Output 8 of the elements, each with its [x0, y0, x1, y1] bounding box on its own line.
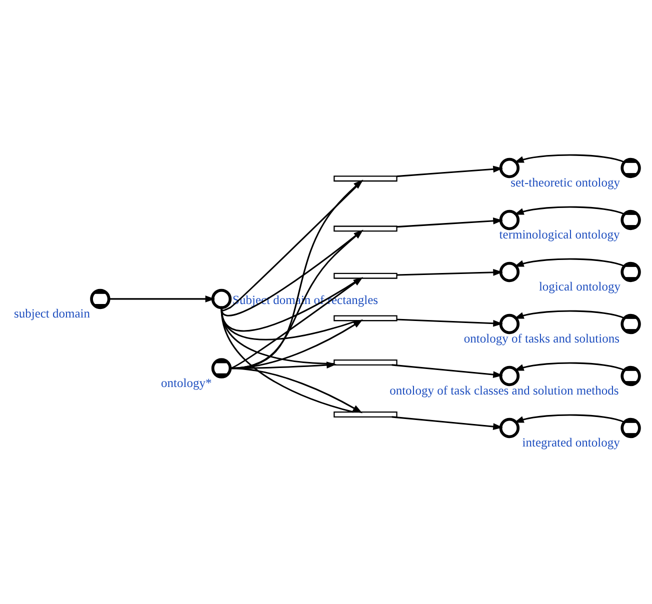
- node-label: logical ontology: [538, 279, 621, 294]
- node-label: terminological ontology: [499, 227, 620, 242]
- node-label: ontology of task classes and solution methods: [390, 383, 619, 398]
- node-label: ontology*: [161, 375, 212, 390]
- node-label: integrated ontology: [522, 435, 620, 450]
- node-label: subject domain: [14, 306, 90, 320]
- node-label: ontology of tasks and solutions: [464, 331, 620, 346]
- node-label: set-theoretic ontology: [510, 175, 620, 190]
